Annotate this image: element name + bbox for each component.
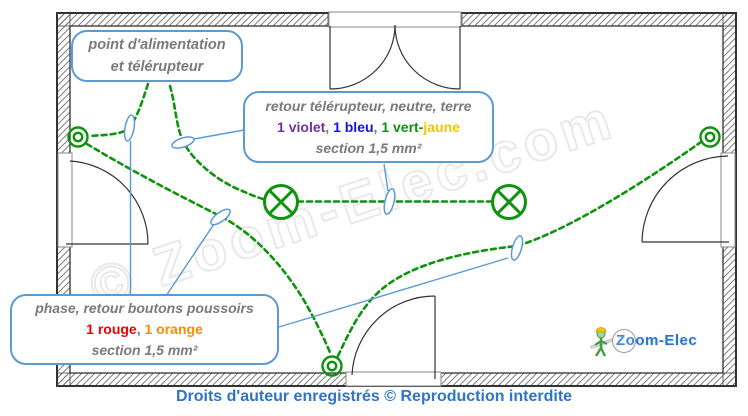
door-right-frame: [720, 152, 736, 248]
logo-text: Zoom-Elec: [616, 332, 698, 349]
callout-phase-wire-colors: 1 rouge, 1 orange: [12, 319, 277, 340]
ceiling-light-2: [491, 184, 527, 220]
wall-top-right-segment: [461, 12, 737, 27]
leader-return-to-marker4: [383, 163, 389, 192]
cable-marker-feed-lamp: [171, 136, 195, 149]
callout-phase-section: section 1,5 mm²: [91, 342, 198, 358]
wall-top-left-segment: [56, 12, 329, 27]
wires: [85, 82, 703, 358]
ceiling-light-1-cross-b: [268, 189, 294, 215]
door-left-frame: [57, 152, 73, 248]
door-bottom-swing-arc: [351, 295, 436, 376]
cable-marker-feed-left: [123, 114, 136, 142]
push-button-bottom-outer-circle: [321, 355, 343, 377]
door-left-swing-arc: [69, 160, 149, 245]
separator: ,: [325, 118, 334, 135]
push-button-bottom-inner-circle: [326, 360, 338, 372]
door-top-left-swing-arc: [329, 24, 396, 90]
door-top-right-swing-arc: [394, 24, 461, 90]
door-right: [641, 152, 736, 248]
copyright-footer: Droits d'auteur enregistrés © Reproducti…: [175, 388, 573, 405]
door-bottom-frame: [345, 371, 442, 387]
door-right-swing-arc: [641, 155, 729, 243]
push-button-right-inner-circle: [704, 131, 716, 143]
cable-marker-lamp-lamp: [383, 188, 396, 215]
wire-feed-to-lamp1: [168, 84, 265, 201]
leader-phase-to-marker3: [165, 223, 215, 297]
cable-marker-left-bottom: [210, 208, 231, 226]
push-button-right: [699, 126, 721, 148]
cable-marker-bottom-right: [510, 235, 524, 261]
wire-feed-to-left-pushbutton: [88, 82, 150, 138]
wall-bottom-right-segment: [440, 372, 737, 387]
callout-phase-title: phase, retour boutons poussoirs: [35, 300, 254, 316]
wall-right-upper-segment: [722, 12, 737, 154]
callout-feed-line2: et télérupteur: [110, 59, 204, 75]
leader-lines: [129, 129, 509, 328]
wall-left-upper-segment: [56, 12, 71, 154]
wire-color-rouge: 1 rouge: [86, 321, 137, 337]
wire-color-jaune: jaune: [423, 118, 460, 135]
push-button-left: [67, 126, 89, 148]
magnifier-lens-icon: [612, 329, 636, 353]
logo-text-wrap: Zoom-Elec: [612, 329, 698, 353]
cable-markers: [123, 114, 524, 261]
door-left: [57, 152, 149, 248]
callout-feed-line1: point d'alimentation: [88, 37, 226, 53]
push-button-right-outer-circle: [699, 126, 721, 148]
wall-bottom-left-segment: [56, 372, 347, 387]
door-top-frame: [328, 11, 462, 28]
electrician-mascot-icon: [590, 327, 614, 357]
push-button-left-inner-circle: [72, 131, 84, 143]
zoom-elec-logo: Zoom-Elec: [590, 324, 697, 358]
callout-return-wire-colors: 1 violet, 1 bleu, 1 vert-jaune: [245, 117, 492, 138]
leader-phase-to-marker5: [278, 257, 509, 328]
separator: ,: [136, 321, 145, 337]
door-bottom: [345, 295, 442, 387]
callout-phase-wires: phase, retour boutons poussoirs 1 rouge,…: [10, 294, 279, 365]
leader-return-to-marker2: [193, 129, 245, 140]
wire-bottom-pushbutton-to-right-pushbutton: [336, 140, 703, 358]
separator: ,: [373, 118, 382, 135]
callout-return-title: retour télérupteur, neutre, terre: [265, 97, 472, 114]
wire-color-violet: 1 violet: [277, 118, 326, 135]
callout-feed-point: point d'alimentation et télérupteur: [71, 30, 243, 82]
wire-color-vert: 1 vert-: [381, 118, 424, 135]
wire-color-orange: 1 orange: [144, 321, 203, 337]
wire-color-bleu: 1 bleu: [333, 118, 374, 135]
push-button-left-outer-circle: [67, 126, 89, 148]
callout-return-wires: retour télérupteur, neutre, terre 1 viol…: [243, 91, 494, 163]
doors: [57, 11, 736, 387]
door-top: [328, 11, 462, 90]
ceiling-light-2-cross-b: [496, 189, 522, 215]
ceiling-lights: [263, 184, 527, 220]
wall-right-lower-segment: [722, 246, 737, 387]
callout-return-section: section 1,5 mm²: [315, 139, 422, 156]
ceiling-light-1: [263, 184, 299, 220]
push-button-bottom: [321, 355, 343, 377]
push-buttons: [67, 126, 721, 377]
wire-left-pushbutton-to-bottom-pushbutton: [85, 142, 333, 357]
